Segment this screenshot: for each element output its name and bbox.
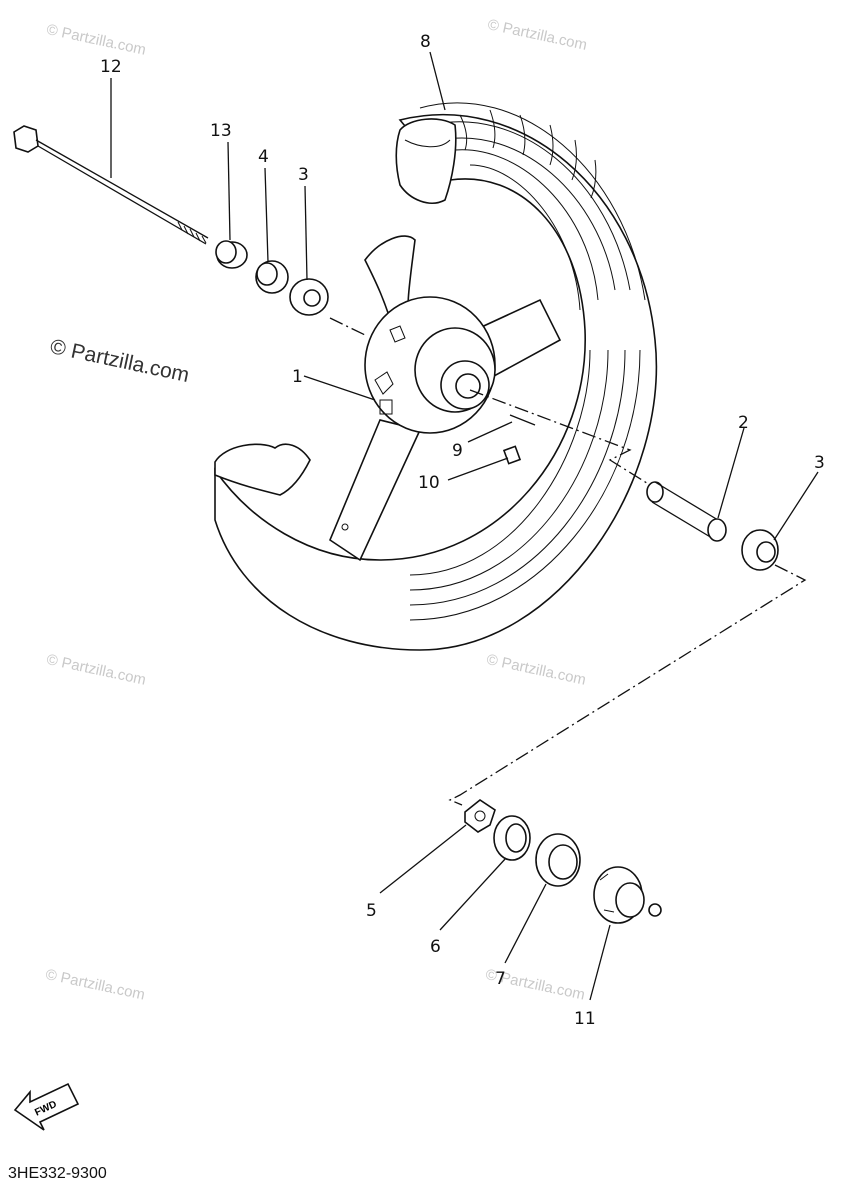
wheel-assembly (214, 102, 658, 651)
retainer-5 (464, 799, 496, 833)
bearing-7 (535, 833, 581, 887)
watermark-group: © Partzilla.com (45, 21, 147, 59)
watermark: © Partzilla.com (44, 966, 146, 1004)
meter-gear-11 (593, 866, 662, 924)
callout-labels: 12 13 4 3 8 1 9 10 2 3 5 6 7 11 (100, 32, 825, 1029)
watermark: © Partzilla.com (486, 16, 588, 54)
watermark: © Partzilla.com (485, 651, 587, 689)
watermark: © Partzilla.com (45, 21, 147, 59)
collar-2 (646, 481, 727, 542)
axle-bolt (13, 125, 209, 245)
callout-9: 9 (452, 441, 463, 461)
callout-1: 1 (292, 367, 303, 387)
watermark-prominent: © Partzilla.com (48, 335, 191, 387)
diagram-code: 3HE332-9300 (8, 1165, 107, 1182)
watermark: © Partzilla.com (45, 651, 147, 689)
callout-10: 10 (418, 473, 440, 493)
leader-lines (110, 51, 819, 1001)
callout-8: 8 (420, 32, 431, 52)
bearing-3-left (289, 278, 329, 316)
callout-13: 13 (210, 121, 232, 141)
callout-4: 4 (258, 147, 269, 167)
callout-3-right: 3 (814, 453, 825, 473)
callout-2: 2 (738, 413, 749, 433)
callout-6: 6 (430, 937, 441, 957)
spacer-13 (215, 240, 248, 269)
callout-5: 5 (366, 901, 377, 921)
oil-seal-6 (493, 815, 531, 861)
callout-12: 12 (100, 57, 122, 77)
callout-3-left: 3 (298, 165, 309, 185)
callout-11: 11 (574, 1009, 596, 1029)
bearing-3-right (741, 529, 779, 571)
fwd-arrow-icon: FWD (13, 1082, 80, 1131)
oil-seal-4 (255, 260, 289, 294)
callout-7: 7 (495, 969, 506, 989)
